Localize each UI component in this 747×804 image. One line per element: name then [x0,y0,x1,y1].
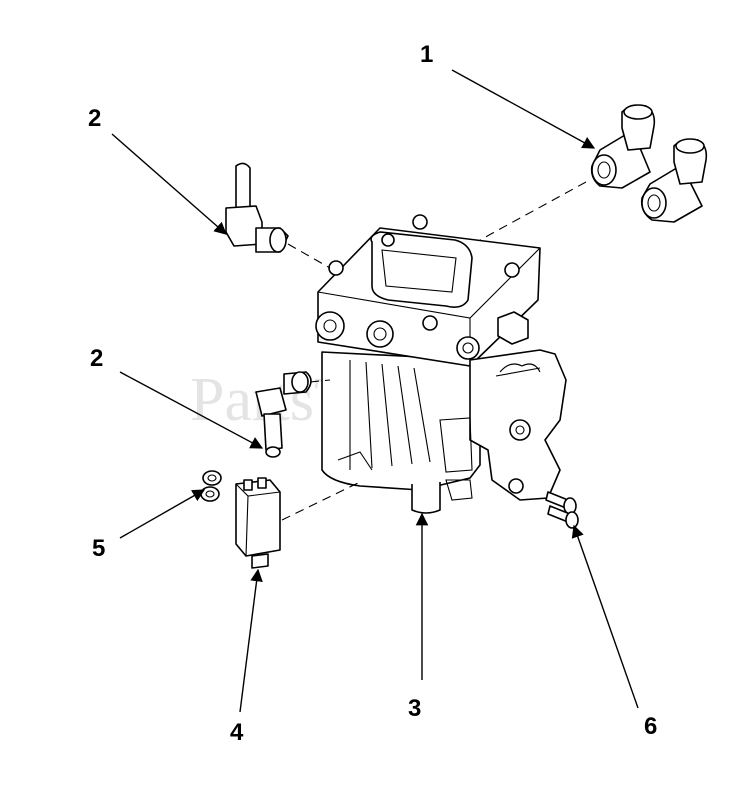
alignment-lines [281,181,587,521]
callout-1: 1 [420,41,433,68]
callout-6: 6 [644,713,657,740]
barbed-fitting-lower[interactable] [255,371,312,458]
solenoid-part-4[interactable] [235,477,281,569]
callout-2-upper: 2 [88,105,101,132]
callout-5: 5 [92,535,105,562]
elbow-fitting-1a[interactable] [590,104,656,189]
callout-2-lower: 2 [90,345,103,372]
callout-4: 4 [230,719,244,746]
nut-part-5[interactable] [200,470,222,502]
barbed-fitting-upper[interactable] [225,162,289,253]
leader-lines [111,69,639,713]
elbow-fitting-1b[interactable] [640,138,708,223]
callout-3: 3 [408,695,421,722]
screws-part-6[interactable] [545,491,579,529]
carburetor-body[interactable] [315,214,567,514]
